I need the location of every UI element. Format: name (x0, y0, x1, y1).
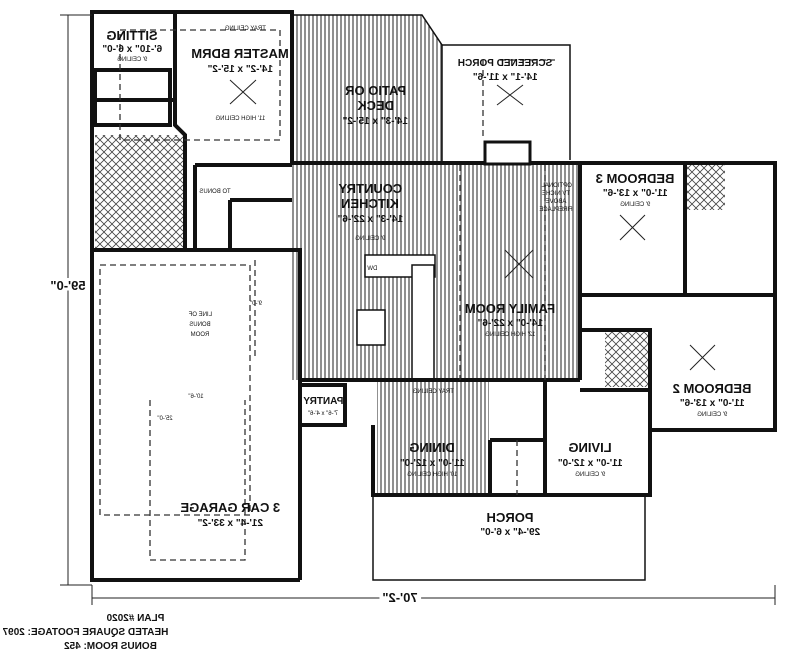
bedroom2-dims: 11'-0" x 13'-6" (680, 398, 745, 409)
bonus-line-2: BONUS (189, 322, 210, 328)
ceiling-fan-icons (229, 79, 716, 371)
sitting-ceiling: 9' CEILING (117, 57, 147, 63)
porch-outline (372, 494, 646, 581)
bedroom-walls (578, 163, 775, 430)
bedroom3-label: BEDROOM 3 (596, 171, 675, 186)
pantry-dims: 7'-6" x 4'-6" (308, 411, 338, 417)
width-dimension-line (91, 585, 776, 605)
screened-porch-label: SCREENED PORCH (458, 58, 552, 69)
master-tray: TRAY CEILING (224, 26, 265, 32)
screened-porch-dims: 14'-1" x 11'-6" (473, 72, 538, 83)
patio-dims: 14'-3" x 15'-2" (342, 116, 408, 127)
kitchen-floor (292, 165, 580, 380)
bonus-dim-a: 10'-6" (188, 394, 203, 400)
family-room-ceiling: 12' HIGH CEILING (485, 332, 535, 338)
pantry-label: PANTRY (303, 396, 343, 407)
closet (93, 68, 172, 127)
master-wall (90, 10, 294, 250)
bonus-dim-b: 25'-0" (157, 416, 172, 422)
niche-3: ABOVE (546, 199, 567, 205)
kitchen-dims: 14'-3" x 22'-6" (337, 214, 403, 225)
dining-tray: TRAY CEILING (412, 389, 453, 395)
dining-floor (377, 382, 489, 494)
kitchen-ceiling: 9' CEILING (355, 236, 385, 242)
bonus-line-1: LINE OF (188, 312, 212, 318)
depth-dimension-line (60, 14, 92, 586)
bedroom3-dims: 11'-0" x 13'-6" (603, 188, 668, 199)
dining-label: DINING (409, 440, 455, 455)
kitchen-label: COUNTRY (338, 181, 402, 196)
family-room-label: FAMILY ROOM (465, 301, 555, 316)
to-bonus-label: TO BONUS (199, 189, 230, 195)
living-label: LIVING (568, 440, 611, 455)
sitting-label: SITTING (106, 28, 157, 43)
bath-tile (605, 332, 650, 387)
bonus-room-line (99, 264, 251, 516)
bedroom2-ceiling: 9' CEILING (697, 412, 727, 418)
plan-number: PLAN #2020 (106, 613, 164, 624)
dining-ceiling: 10' HIGH CEILING (407, 472, 457, 478)
bonus-room-area: BONUS ROOM: 452 (64, 641, 157, 652)
garage-dims: 21'-4" x 33'-2" (197, 518, 263, 529)
kitchen-island (356, 309, 386, 346)
porch-label: PORCH (487, 510, 534, 525)
bedroom2-label: BEDROOM 2 (673, 381, 752, 396)
stair-walls (193, 163, 292, 250)
heated-square-footage: HEATED SQUARE FOOTAGE: 2097 (2, 627, 168, 638)
pantry-wall (300, 383, 347, 427)
master-bath-tile (95, 135, 185, 250)
screened-porch-wall (442, 44, 571, 160)
depth-dimension: 59'-0" (50, 278, 85, 293)
niche-4: FIREPLACE (539, 207, 572, 213)
master-ceiling: 11' HIGH CEILING (215, 116, 265, 122)
sitting-dims: 6'-10" x 6'-0" (102, 44, 162, 55)
dining-dims: 11'-0" x 12'-0" (400, 458, 465, 469)
living-dims: 11'-0" x 12'-0" (558, 458, 623, 469)
fireplace (483, 140, 532, 166)
tray-ceiling-master (119, 29, 281, 141)
niche-1: OPTIONAL (541, 183, 572, 189)
bath3-tile (685, 165, 725, 210)
dishwasher-label: DW (367, 266, 377, 272)
kitchen-counter-side (411, 264, 435, 381)
interior-walls (300, 378, 580, 495)
bonus-room-dims (149, 260, 256, 561)
patio-label: PATIO OR (345, 83, 407, 98)
garage-wall (90, 248, 302, 582)
master-dims: 14'-2" x 15'-2" (207, 64, 273, 75)
bonus-dim-c: 9'-0" (250, 301, 262, 307)
width-dimension: 70'-2" (382, 590, 417, 605)
living-ceiling: 9' CEILING (575, 472, 605, 478)
bedroom3-ceiling: 9' CEILING (620, 202, 650, 208)
bonus-line-3: ROOM (191, 332, 210, 338)
porch-dims: 29'-4" x 6'-0" (480, 527, 540, 538)
niche-2: TV NICHE (542, 191, 570, 197)
family-room-dims: 14'-0" x 22'-6" (477, 318, 543, 329)
master-label: MASTER BDRM (191, 46, 289, 61)
patio-label-2: DECK (357, 98, 394, 113)
garage-label: 3 CAR GARAGE (180, 500, 280, 515)
kitchen-label-2: KITCHEN (341, 196, 399, 211)
